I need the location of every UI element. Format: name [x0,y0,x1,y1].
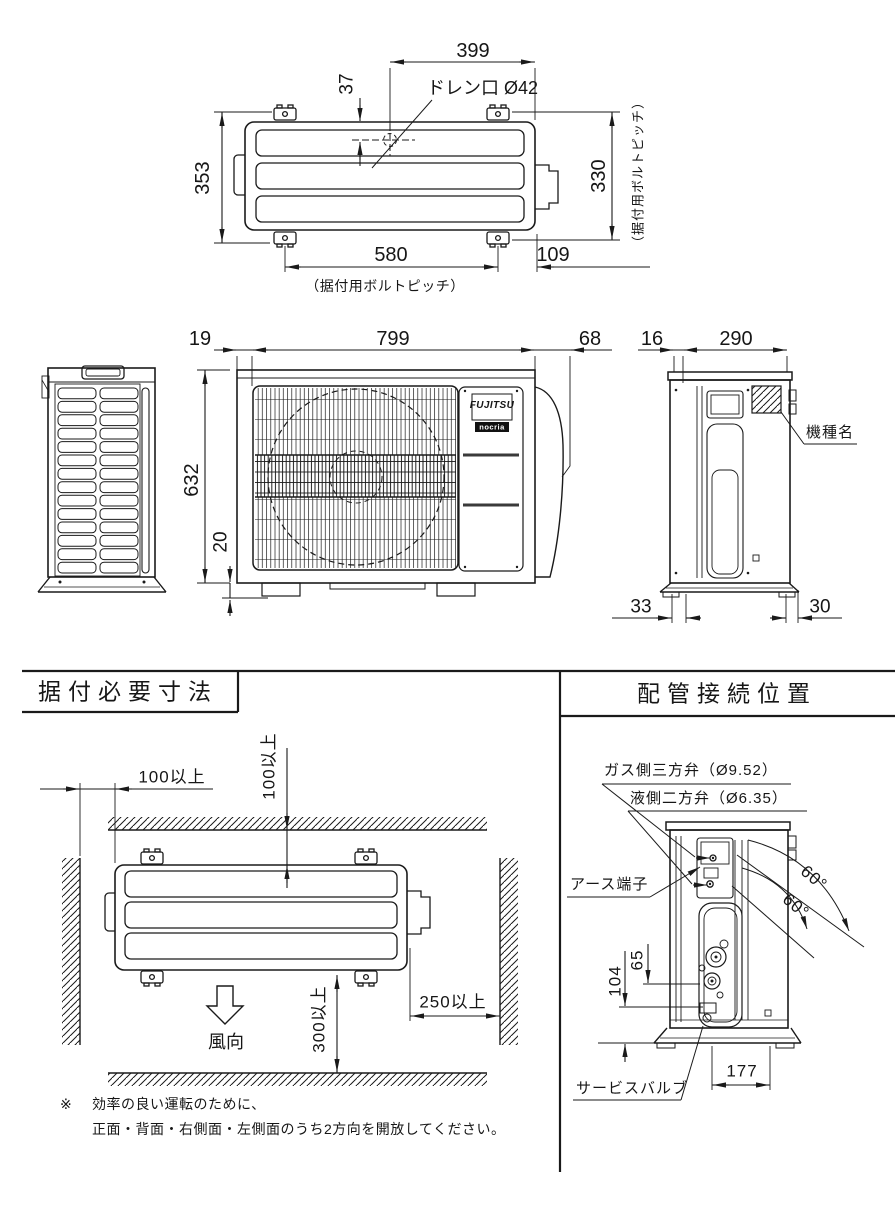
note-line-1: 効率の良い運転のために、 [92,1096,266,1112]
clearance-front: 300以上 [309,985,329,1053]
dim-top-width: 399 [456,40,490,62]
install-clearance-drawing [40,748,518,1086]
brand-logo: FUJITSU [469,400,515,411]
liquid-valve-label: 液側二方弁（Ø6.35） [630,790,788,807]
dim-front-left-offset: 19 [188,328,212,350]
dim-side-front-offset: 16 [640,328,664,350]
service-valve-label: サービスバルブ [576,1080,689,1097]
brand-sub-logo: nocria [479,422,505,432]
install-section-heading: 据付必要寸法 [38,678,218,705]
piping-section-heading: 配管接続位置 [637,680,817,707]
dim-front-width: 799 [376,328,410,350]
dim-depth: 353 [192,161,214,195]
dim-foot-right: 30 [809,596,831,618]
drain-port-label: ドレン口 Ø42 [427,78,539,98]
clearance-side: 250以上 [419,992,487,1012]
dim-service-offset: 177 [726,1061,758,1081]
clearance-left: 100以上 [138,767,206,787]
dim-drain-offset: 37 [336,73,358,95]
dim-front-height: 632 [181,463,203,497]
clearance-back: 100以上 [259,732,279,800]
dim-bolt-pitch-depth: 330 [588,159,610,193]
earth-terminal-label: アース端子 [570,876,649,893]
bolt-pitch-note-bottom: （据付用ボルトピッチ） [305,278,465,294]
section-dividers [22,669,895,1172]
airflow-label: 風向 [208,1032,244,1052]
dim-front-right-offset: 68 [578,328,602,350]
piping-position-drawing [567,783,865,1101]
dim-side-depth: 290 [719,328,753,350]
note-line-2: 正面・背面・右側面・左側面のうち2方向を開放してください。 [92,1121,506,1137]
dim-foot-left: 33 [630,596,652,618]
dim-bolt-pitch-width: 580 [374,244,408,266]
model-name-label: 機種名 [806,424,855,441]
dim-base-height: 20 [210,531,232,553]
side-view-drawing [612,347,857,623]
dim-gas-height: 104 [605,965,625,997]
top-view-drawing [214,59,650,272]
note-mark: ※ [60,1096,73,1112]
front-view-drawing [197,347,612,616]
bolt-pitch-note-right: （据付用ボルトピッチ） [630,94,646,250]
dim-right-offset: 109 [536,244,570,266]
gas-valve-label: ガス側三方弁（Ø9.52） [604,762,778,779]
dim-liquid-height: 65 [627,949,647,971]
back-view-drawing [37,365,167,593]
